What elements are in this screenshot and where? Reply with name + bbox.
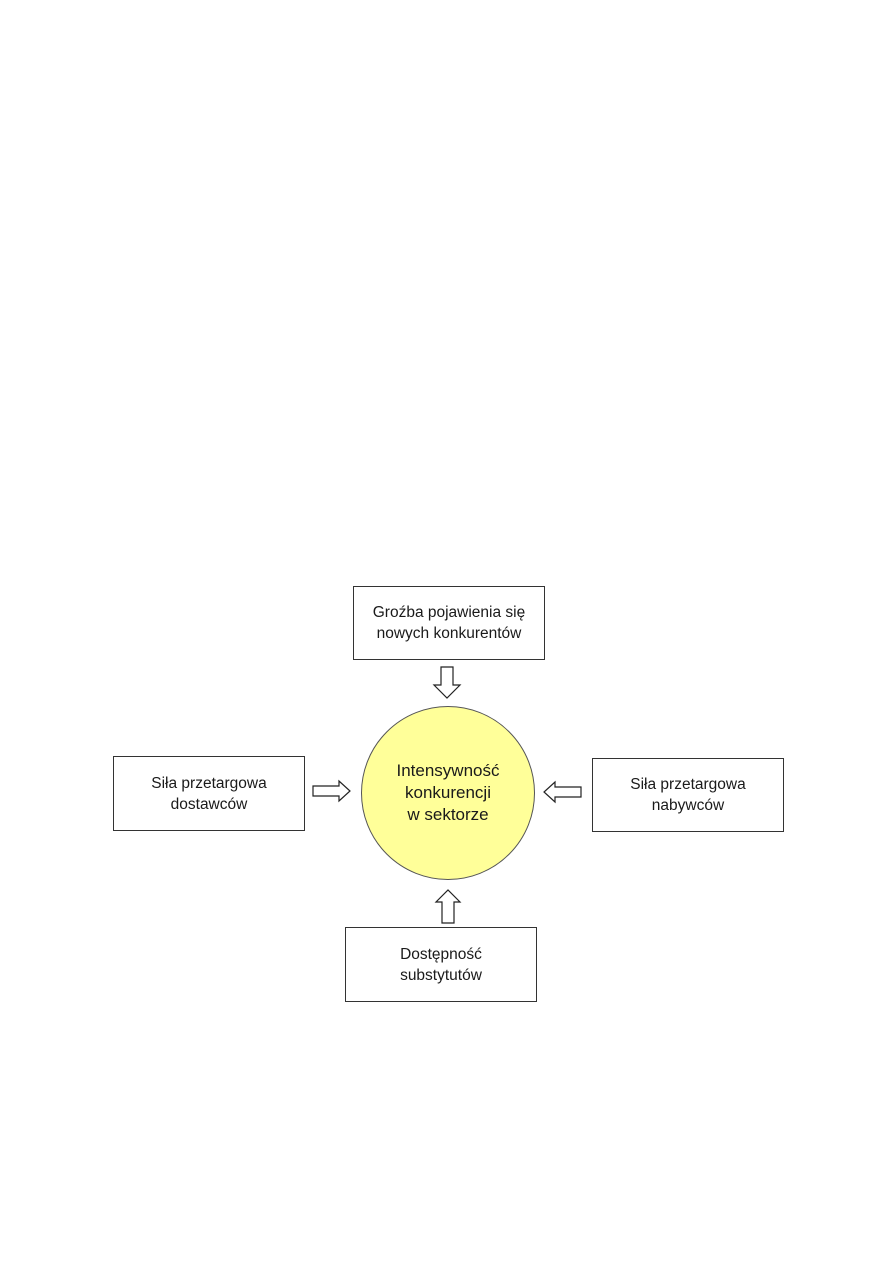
arrow-right-shape xyxy=(312,779,351,803)
arrow-right-icon xyxy=(312,779,351,803)
box-new-entrants-threat-label: Groźba pojawienia się nowych konkurentów xyxy=(372,604,526,642)
arrow-down-icon xyxy=(432,666,462,699)
box-buyer-power: Siła przetargowa nabywców xyxy=(592,758,784,832)
arrow-up-shape xyxy=(434,889,462,924)
arrow-up-icon xyxy=(434,889,462,924)
arrow-left-shape xyxy=(543,780,582,804)
arrow-down-shape xyxy=(432,666,462,699)
box-supplier-power: Siła przetargowa dostawców xyxy=(113,756,305,831)
box-substitutes-availability-label: Dostępność substytutów xyxy=(400,945,482,984)
center-rivalry-label: Intensywność konkurencji w sektorze xyxy=(396,761,500,824)
box-substitutes-availability: Dostępność substytutów xyxy=(345,927,537,1002)
box-buyer-power-label: Siła przetargowa nabywców xyxy=(630,776,746,814)
center-rivalry-circle: Intensywność konkurencji w sektorze xyxy=(361,706,535,880)
box-new-entrants-threat: Groźba pojawienia się nowych konkurentów xyxy=(353,586,545,660)
box-supplier-power-label: Siła przetargowa dostawców xyxy=(151,774,267,813)
arrow-left-icon xyxy=(543,780,582,804)
